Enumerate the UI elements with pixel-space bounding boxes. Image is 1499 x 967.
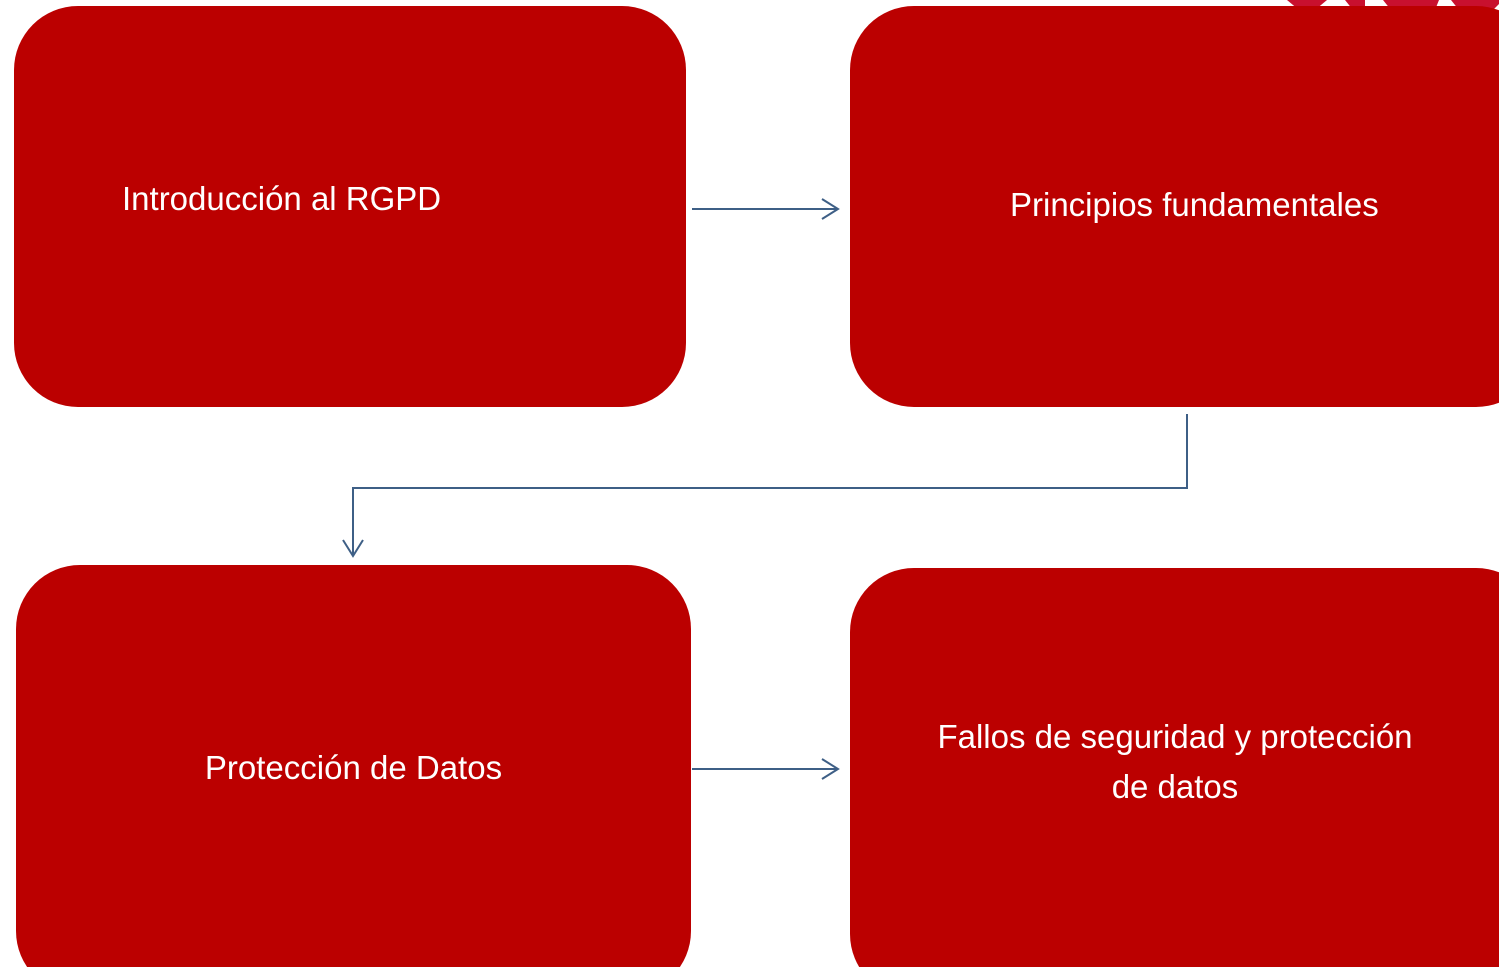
node-label: Introducción al RGPD (122, 180, 442, 217)
connector-intro-to-principios (692, 198, 840, 220)
node-proteccion-datos: Protección de Datos (16, 565, 691, 967)
node-label: Principios fundamentales (1010, 186, 1379, 223)
connector-proteccion-to-fallos (692, 758, 840, 780)
node-label: Fallos de seguridad y protección de dato… (937, 718, 1413, 805)
node-introduccion-rgpd: Introducción al RGPD (14, 6, 686, 407)
connector-principios-to-proteccion (342, 414, 1188, 558)
arrowhead-right-icon (821, 198, 840, 220)
node-label: Protección de Datos (204, 749, 503, 786)
node-fallos-seguridad: Fallos de seguridad y protección de dato… (850, 568, 1499, 967)
arrowhead-right-icon (821, 758, 840, 780)
node-principios-fundamentales: Principios fundamentales (850, 6, 1499, 407)
arrowhead-down-icon (342, 539, 364, 558)
